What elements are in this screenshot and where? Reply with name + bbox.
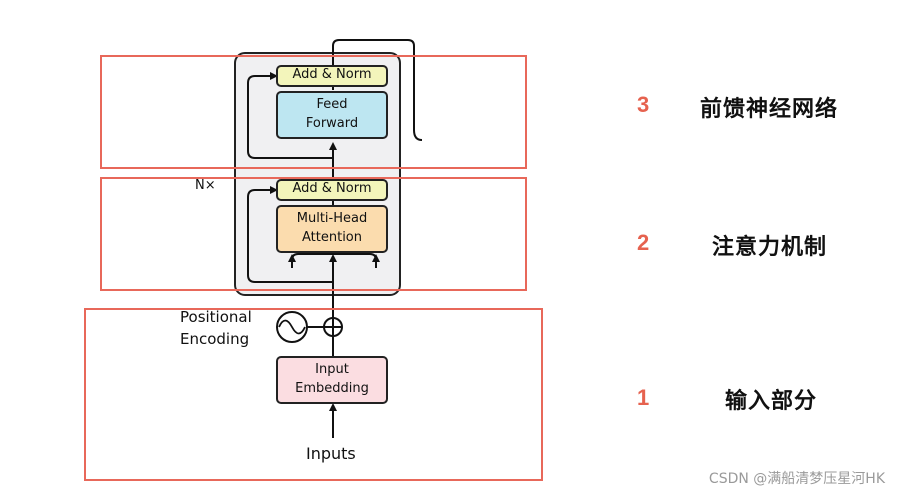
input-embedding-box — [276, 356, 388, 404]
nx-label: N× — [195, 178, 216, 193]
multi-head-label-1: Multi-Head — [296, 211, 368, 226]
multi-head-label-2: Attention — [302, 230, 362, 245]
positional-label-2: Encoding — [180, 330, 250, 348]
input-embedding-label-1: Input — [315, 362, 349, 377]
watermark: CSDN @满船清梦压星河HK — [708, 471, 885, 487]
residual-attention — [247, 186, 333, 283]
add-norm-bottom-label: Add & Norm — [292, 181, 372, 196]
residual-ffn — [247, 72, 333, 159]
add-norm-bottom-box — [276, 179, 388, 201]
feed-forward-label-2: Forward — [305, 116, 359, 131]
section-title-1: 输入部分 — [725, 389, 818, 414]
section-title-3: 前馈神经网络 — [700, 97, 839, 122]
feed-forward-label-1: Feed — [316, 97, 348, 112]
section-number-2: 2 — [637, 230, 650, 255]
input-embedding-label-2: Embedding — [295, 381, 369, 396]
section-box-2 — [100, 177, 527, 291]
section-title-2: 注意力机制 — [712, 235, 828, 260]
feed-forward-box — [276, 91, 388, 139]
section-box-1 — [84, 308, 543, 481]
add-norm-top-label: Add & Norm — [292, 67, 372, 82]
multi-head-box — [276, 205, 388, 253]
section-number-3: 3 — [637, 92, 650, 117]
positional-label-1: Positional — [180, 308, 252, 326]
output-line — [332, 39, 423, 141]
section-number-1: 1 — [637, 385, 650, 410]
add-norm-top-box — [276, 65, 388, 87]
inputs-label: Inputs — [306, 444, 356, 463]
section-box-3 — [100, 55, 527, 169]
